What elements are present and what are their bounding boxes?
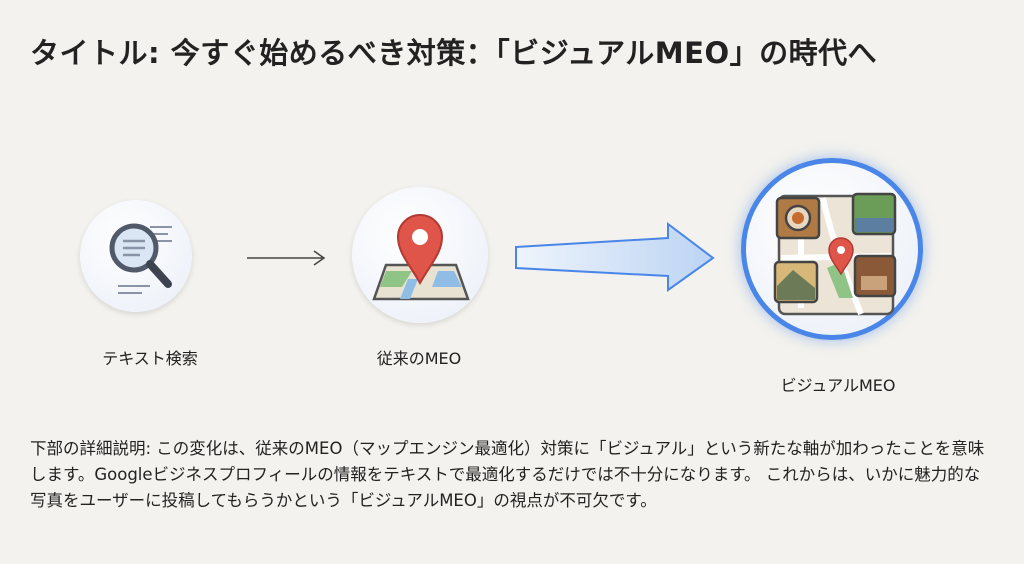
map-pin-icon bbox=[372, 214, 470, 301]
arrow-small bbox=[247, 250, 326, 266]
magnifier-document-icon bbox=[109, 223, 172, 294]
step-label-traditional-meo: 従来のMEO bbox=[376, 349, 462, 368]
detail-description: 下部の詳細説明: この変化は、従来のMEO（マップエンジン最適化）対策に「ビジュ… bbox=[30, 439, 985, 510]
slide-title: タイトル: 今すぐ始めるべき対策：「ビジュアルMEO」の時代へ bbox=[30, 36, 878, 70]
step-label-text-search: テキスト検索 bbox=[102, 349, 198, 368]
step-label-visual-meo: ビジュアルMEO bbox=[780, 376, 896, 395]
photo-map-icon bbox=[773, 192, 897, 316]
arrow-large bbox=[515, 221, 715, 292]
